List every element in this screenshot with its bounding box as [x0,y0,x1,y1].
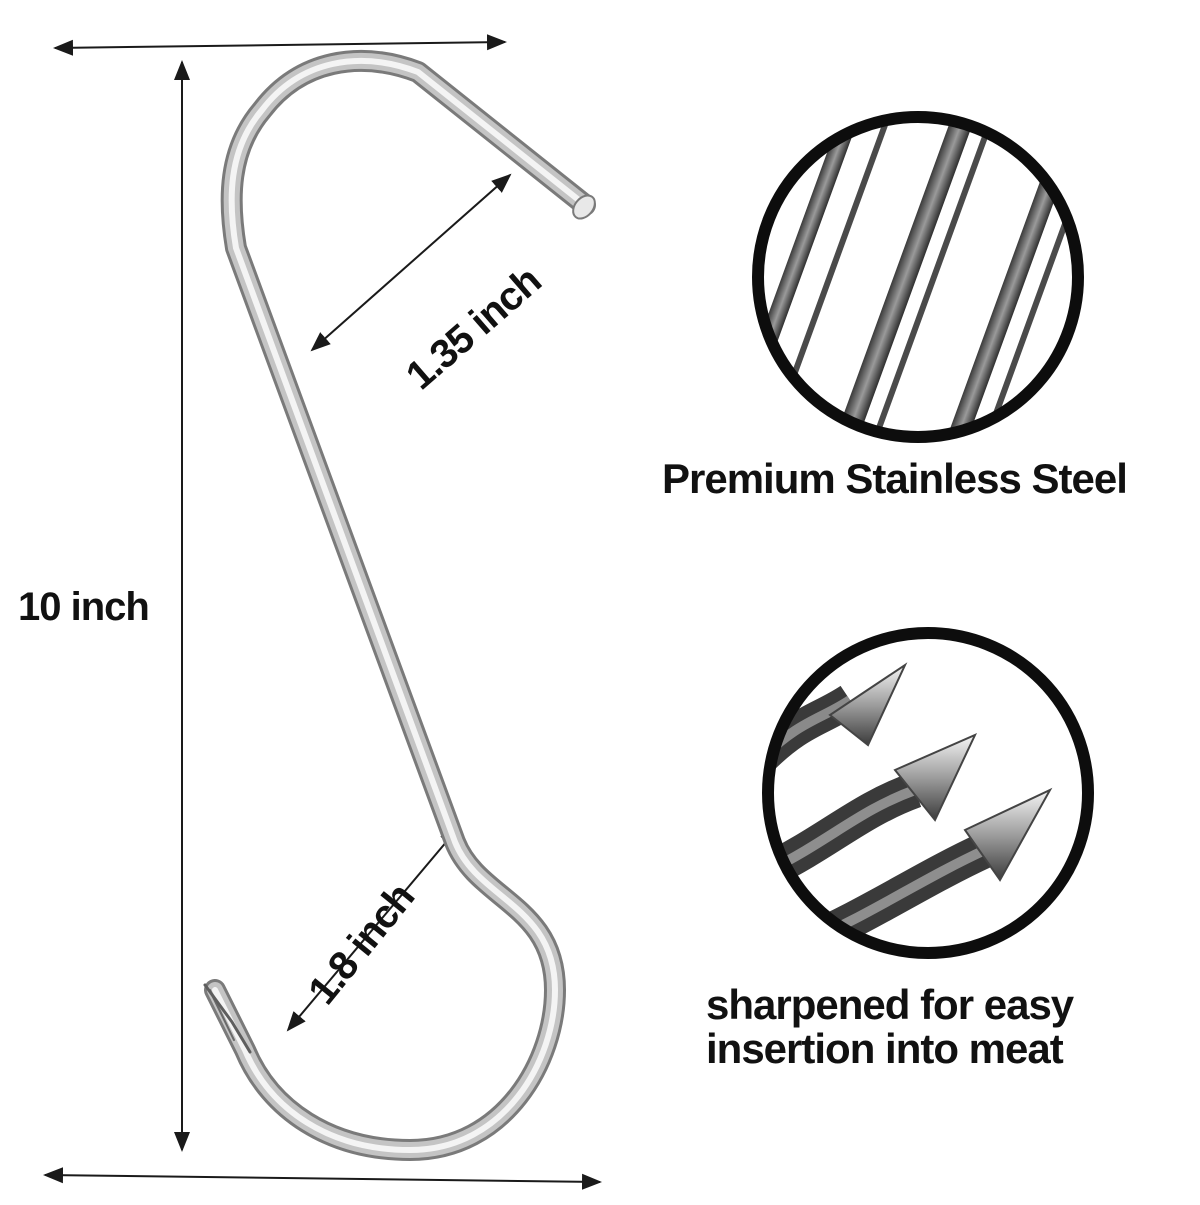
top-opening-line [310,173,512,352]
dimension-lines [43,34,602,1190]
s-hook [203,50,596,1161]
steel-caption: Premium Stainless Steel [662,455,1128,502]
hook-top-end [572,194,596,220]
sharp-tips-closeup [762,627,1094,959]
bottom-opening-line [286,826,460,1032]
height-label: 10 inch [18,585,150,629]
sharp-caption-line2: insertion into meat [706,1025,1064,1072]
sharp-caption-line1: sharpened for easy [706,981,1074,1028]
bottom-span-line [43,1167,602,1190]
top-span-line [53,34,507,56]
sharp-caption: sharpened for easy insertion into meat [706,981,1074,1072]
